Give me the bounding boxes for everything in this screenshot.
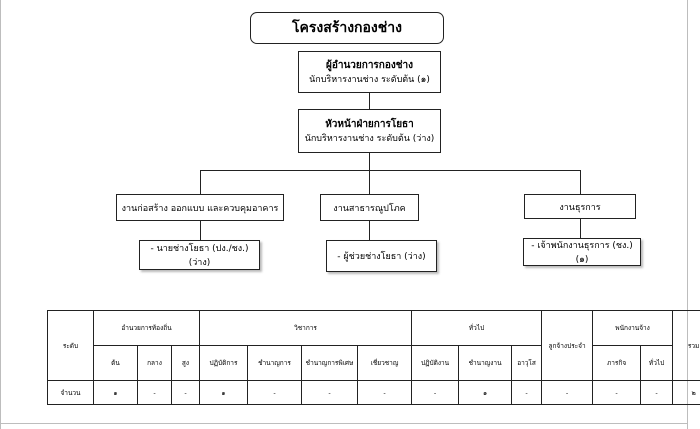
staff-box-admin: - เจ้าพนักงานธุรการ (ชง.) (๑) [523, 238, 641, 266]
table-cell: ๑ [458, 380, 513, 405]
unit-box-construction: งานก่อสร้าง ออกแบบ และควบคุมอาคาร [116, 194, 284, 221]
subheader-director-2: กลาง [137, 345, 172, 381]
table-cell: - [541, 380, 594, 405]
frame-right-border [687, 0, 688, 429]
subheader-academic-2: ชำนาญการ [247, 345, 302, 381]
connector-bus-unit-2 [369, 170, 370, 194]
staff-label-construction: - นายช่างโยธา (ปง./ชง.) (ว่าง) [150, 244, 249, 268]
frame-left-border [0, 0, 1, 429]
director-position: นักบริหารงานช่าง ระดับต้น (๑) [309, 74, 430, 85]
unit-label-admin: งานธุรการ [559, 202, 601, 213]
subheader-academic-3: ชำนาญการพิเศษ [301, 345, 358, 381]
division-head-box: หัวหน้าฝ่ายการโยธา นักบริหารงานช่าง ระดั… [298, 109, 441, 153]
table-cell: - [137, 380, 172, 405]
connector-unit-staff-2 [369, 221, 370, 240]
subheader-general-1: ปฏิบัติงาน [411, 345, 460, 381]
table-cell: - [511, 380, 543, 405]
table-row: จำนวน ๑ - - ๑ - - - - ๑ - - - - ๒ [47, 380, 700, 405]
connector-unit-staff-3 [580, 219, 581, 238]
header-group-contract: ลูกจ้างประจำ [541, 310, 594, 381]
unit-box-utilities: งานสาธารณูปโภค [320, 194, 419, 221]
table-cell: ๑ [93, 380, 138, 405]
connector-unit-staff-1 [200, 221, 201, 240]
chart-title: โครงสร้างกองช่าง [292, 20, 402, 36]
staff-box-construction: - นายช่างโยธา (ปง./ชง.) (ว่าง) [139, 240, 260, 270]
subheader-academic-4: เชี่ยวชาญ [356, 345, 413, 381]
staff-label-admin: - เจ้าพนักงานธุรการ (ชง.) (๑) [531, 241, 633, 265]
header-total: รวม [672, 310, 700, 381]
row-label: จำนวน [47, 380, 94, 405]
staff-summary-table: ระดับ อำนวยการท้องถิ่น วิชาการ ทั่วไป ลู… [47, 310, 700, 405]
unit-label-utilities: งานสาธารณูปโภค [333, 203, 406, 214]
table-cell: - [592, 380, 642, 405]
connector-bus-unit-1 [200, 170, 201, 194]
chart-title-box: โครงสร้างกองช่าง [250, 12, 444, 44]
table-cell-total: ๒ [672, 380, 700, 405]
table-cell: - [356, 380, 413, 405]
frame-bottom-border [0, 423, 688, 424]
table-cell: - [171, 380, 200, 405]
header-group-general: ทั่วไป [411, 310, 543, 346]
director-box: ผู้อำนวยการกองช่าง นักบริหารงานช่าง ระดั… [298, 51, 441, 93]
staff-box-utilities: - ผู้ช่วยช่างโยธา (ว่าง) [326, 240, 437, 272]
subheader-director-1: ต้น [93, 345, 138, 381]
division-head-position: นักบริหารงานช่าง ระดับต้น (ว่าง) [304, 133, 435, 144]
connector-head-bus [369, 153, 370, 170]
table-cell: - [640, 380, 674, 405]
division-head-name: หัวหน้าฝ่ายการโยธา [325, 118, 414, 130]
header-level: ระดับ [47, 310, 94, 381]
header-group-employee: พนักงานจ้าง [592, 310, 674, 346]
table-cell: ๑ [199, 380, 248, 405]
subheader-employee-1: ภารกิจ [592, 345, 642, 381]
subheader-general-2: ชำนาญงาน [458, 345, 513, 381]
unit-box-admin: งานธุรการ [524, 194, 636, 219]
connector-bus-unit-3 [580, 170, 581, 194]
header-group-academic: วิชาการ [198, 310, 413, 346]
header-group-director: อำนวยการท้องถิ่น [93, 310, 200, 346]
table-cell: - [301, 380, 358, 405]
staff-label-utilities: - ผู้ช่วยช่างโยธา (ว่าง) [337, 252, 426, 262]
subheader-employee-2: ทั่วไป [640, 345, 674, 381]
connector-director-head [369, 93, 370, 109]
table-cell: - [411, 380, 460, 405]
table-cell: - [247, 380, 302, 405]
connector-horizontal-bus [200, 170, 580, 171]
subheader-academic-1: ปฏิบัติการ [199, 345, 248, 381]
subheader-director-3: สูง [171, 345, 200, 381]
unit-label-construction: งานก่อสร้าง ออกแบบ และควบคุมอาคาร [121, 203, 279, 214]
subheader-general-3: อาวุโส [511, 345, 543, 381]
director-name: ผู้อำนวยการกองช่าง [325, 59, 414, 71]
